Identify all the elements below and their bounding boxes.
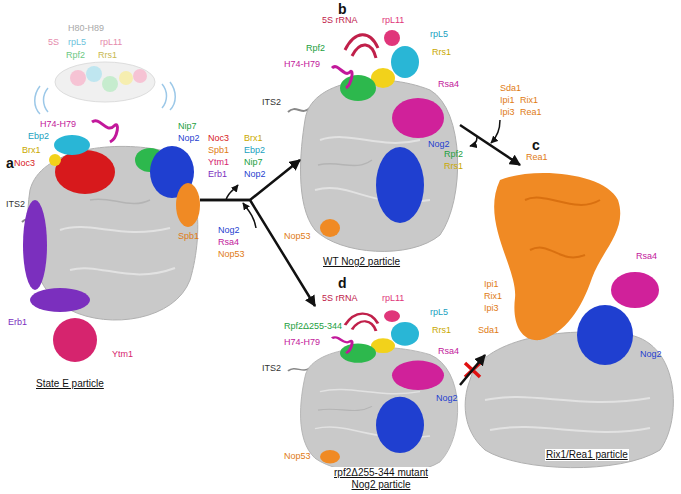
protein-label: Ipi3	[500, 108, 515, 118]
protein-label: 5S rRNA	[322, 294, 358, 304]
transition-arrow	[200, 200, 315, 306]
protein-label: rpL5	[430, 308, 448, 318]
protein-label: Nop2	[178, 134, 200, 144]
protein-label: ITS2	[262, 98, 281, 108]
protein-label: Rea1	[520, 108, 542, 118]
protein-label: 5S	[48, 38, 59, 48]
protein-label: Rpf2	[306, 44, 325, 54]
protein-label: Nog2	[436, 394, 458, 404]
transition-arrow	[460, 355, 485, 385]
protein-label: Ipi1	[484, 280, 499, 290]
protein-label: Rea1	[526, 153, 548, 163]
protein-label: ITS2	[262, 364, 281, 374]
protein-label: Rix1	[520, 96, 538, 106]
protein-label: rpL11	[382, 294, 404, 304]
protein-label: Nop53	[284, 452, 311, 462]
protein-label: rpL11	[382, 16, 404, 26]
protein-label: Rrs1	[444, 162, 463, 172]
protein-label: H74-H79	[284, 60, 320, 70]
protein-label: Rpf2	[444, 150, 463, 160]
protein-label: Ebp2	[244, 146, 265, 156]
protein-label: ITS2	[6, 200, 25, 210]
protein-label: rpL11	[100, 38, 122, 48]
panel-letter: a	[6, 156, 14, 171]
protein-label: H74-H79	[40, 120, 76, 130]
protein-label: rpL5	[430, 30, 448, 40]
protein-label: Nip7	[244, 158, 263, 168]
protein-label: Erb1	[8, 318, 27, 328]
panel-letter: d	[338, 276, 347, 291]
protein-label: Nog2	[428, 140, 450, 150]
particle-caption: Rix1/Rea1 particle	[545, 449, 629, 461]
protein-label: H74-H79	[284, 338, 320, 348]
protein-label: Nop53	[218, 250, 245, 260]
protein-label: Brx1	[22, 146, 41, 156]
protein-label: Nog2	[218, 226, 240, 236]
particle-caption: rpf2Δ255-344 mutant Nog2 particle	[320, 467, 442, 491]
particle-caption: WT Nog2 particle	[322, 256, 401, 268]
protein-label: Ebp2	[28, 132, 49, 142]
particle-caption: State E particle	[35, 378, 105, 390]
protein-label: Noc3	[208, 134, 229, 144]
protein-label: Rsa4	[218, 238, 239, 248]
protein-label: Rpf2	[66, 51, 85, 61]
protein-label: Nop2	[244, 170, 266, 180]
protein-label: Spb1	[178, 232, 199, 242]
protein-label: Rix1	[484, 292, 502, 302]
protein-label: 5S rRNA	[322, 16, 358, 26]
particle-region: State E particle	[5, 60, 200, 395]
protein-label: Spb1	[208, 146, 229, 156]
transition-arrow	[460, 125, 520, 165]
protein-label: rpL5	[68, 38, 86, 48]
protein-label: Nip7	[178, 122, 197, 132]
protein-label: Noc3	[14, 159, 35, 169]
protein-label: Brx1	[244, 134, 263, 144]
protein-label: Sda1	[478, 326, 499, 336]
protein-label: Nop53	[284, 232, 311, 242]
protein-label: Sda1	[500, 84, 521, 94]
panel-letter: c	[532, 138, 540, 153]
protein-label: Nog2	[640, 350, 662, 360]
protein-label: Rrs1	[432, 326, 451, 336]
protein-label: Rrs1	[98, 51, 117, 61]
protein-label: Rsa4	[438, 347, 459, 357]
protein-label: Ipi1	[500, 96, 515, 106]
protein-label: Ytm1	[208, 158, 229, 168]
protein-label: Erb1	[208, 170, 227, 180]
particle-region: Rix1/Rea1 particle	[485, 165, 678, 465]
protein-label: Rpf2Δ255-344	[284, 322, 342, 332]
protein-label: H80-H89	[68, 24, 104, 34]
protein-label: Ipi3	[484, 304, 499, 314]
protein-label: Rsa4	[438, 80, 459, 90]
protein-label: Rrs1	[432, 48, 451, 58]
protein-label: Ytm1	[112, 350, 133, 360]
protein-label: Rsa4	[636, 252, 657, 262]
